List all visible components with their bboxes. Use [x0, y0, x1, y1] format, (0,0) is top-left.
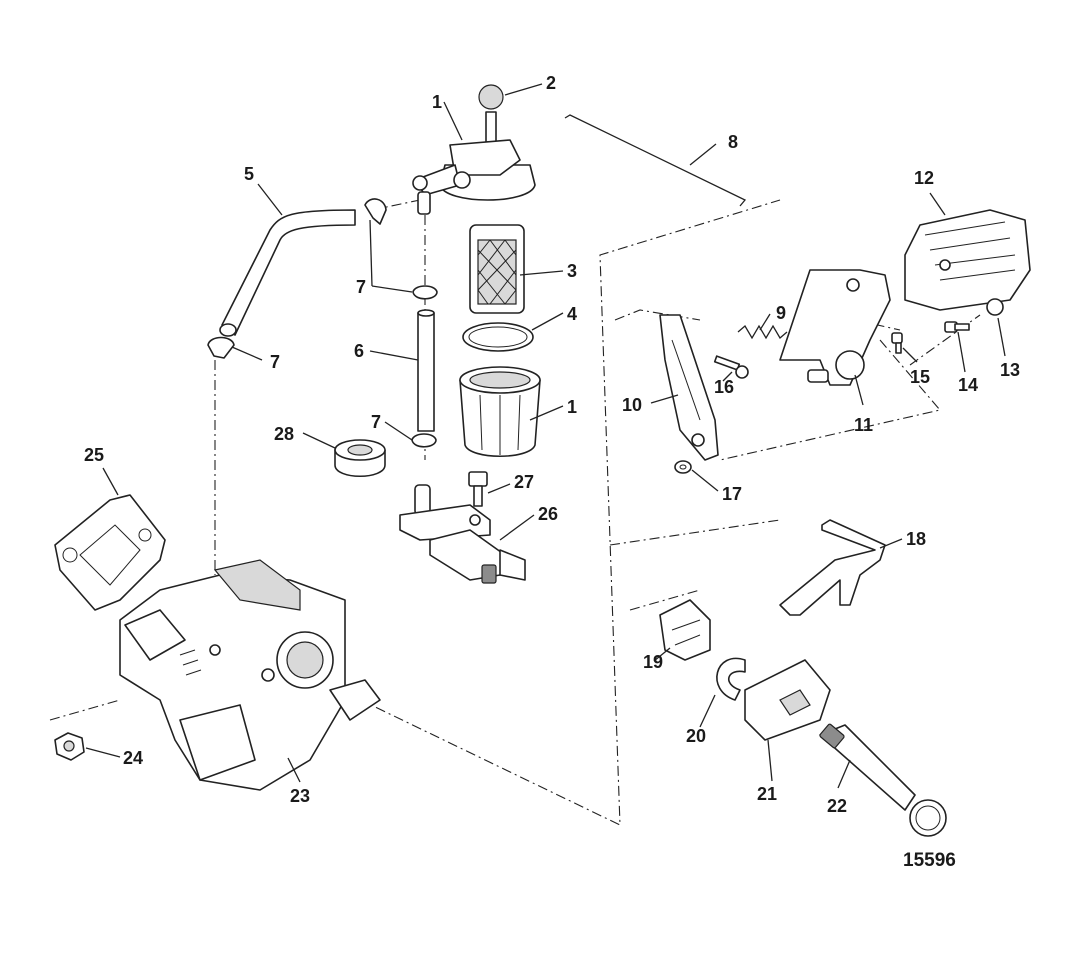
fuel-fitting — [399, 484, 526, 584]
callout-13: 13 — [1000, 360, 1020, 380]
callout-27: 27 — [514, 472, 534, 492]
bracket — [779, 269, 891, 386]
filter-bowl — [459, 366, 541, 458]
hose-clamps — [207, 198, 438, 448]
spacer — [334, 439, 386, 477]
bolt — [468, 471, 488, 507]
fuel-hose — [219, 209, 356, 337]
callout-28: 28 — [274, 424, 294, 444]
assembly-lines — [49, 199, 981, 826]
callout-1-head: 1 — [432, 92, 442, 112]
callout-15: 15 — [910, 367, 930, 387]
callouts: 1 2 3 4 1 5 6 7 7 7 8 9 10 11 12 13 14 1… — [84, 73, 1020, 816]
fuel-filter-head — [412, 84, 536, 215]
filter-element — [469, 224, 525, 314]
callout-19: 19 — [643, 652, 663, 672]
fuel-tube — [417, 309, 435, 432]
callout-4: 4 — [567, 304, 577, 324]
callout-20: 20 — [686, 726, 706, 746]
carburetor — [119, 559, 381, 791]
callout-7-upper: 7 — [356, 277, 366, 297]
callout-10: 10 — [622, 395, 642, 415]
linkage — [779, 519, 886, 616]
clip — [659, 599, 711, 661]
nut — [54, 732, 85, 761]
spring — [737, 324, 788, 340]
knob-housing — [744, 659, 831, 741]
callout-8: 8 — [728, 132, 738, 152]
callout-21: 21 — [757, 784, 777, 804]
callout-9: 9 — [776, 303, 786, 323]
callout-26: 26 — [538, 504, 558, 524]
callout-11: 11 — [854, 415, 873, 435]
o-ring — [462, 322, 534, 352]
callout-1-bowl: 1 — [567, 397, 577, 417]
callout-7-left: 7 — [270, 352, 280, 372]
retaining-ring — [716, 657, 746, 701]
figure-number: 15596 — [903, 850, 956, 871]
screws — [891, 298, 1004, 354]
callout-16: 16 — [714, 377, 734, 397]
callout-23: 23 — [290, 786, 310, 806]
washer — [674, 460, 692, 474]
screw — [713, 355, 749, 379]
callout-18: 18 — [906, 529, 926, 549]
callout-6: 6 — [354, 341, 364, 361]
callout-12: 12 — [914, 168, 934, 188]
callout-22: 22 — [827, 796, 847, 816]
callout-5: 5 — [244, 164, 254, 184]
callout-17: 17 — [722, 484, 742, 504]
callout-3: 3 — [567, 261, 577, 281]
callout-24: 24 — [123, 748, 143, 768]
leader-lines — [85, 83, 1006, 789]
gasket — [54, 494, 166, 611]
callout-14: 14 — [958, 375, 978, 395]
choke-rod — [564, 114, 747, 207]
lever — [659, 314, 719, 461]
cover — [904, 209, 1031, 311]
callout-7-lower: 7 — [371, 412, 381, 432]
callout-2: 2 — [546, 73, 556, 93]
knob-shaft — [819, 723, 947, 837]
callout-25: 25 — [84, 445, 104, 465]
